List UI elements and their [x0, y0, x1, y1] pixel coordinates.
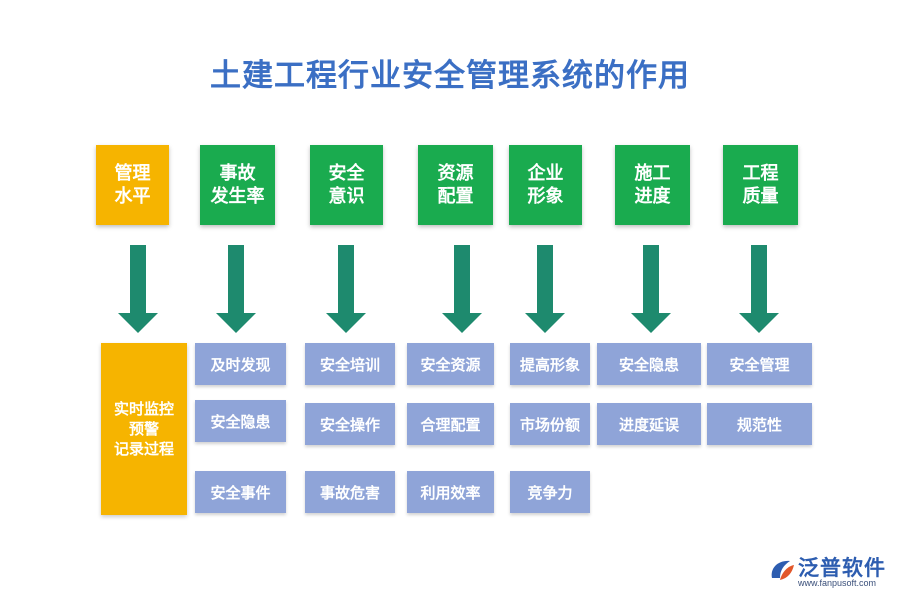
arrow-down-4 [442, 245, 482, 333]
header-label: 事故 发生率 [210, 163, 265, 207]
header-resource-allocation: 资源 配置 [418, 145, 493, 225]
header-accident-rate: 事故 发生率 [200, 145, 275, 225]
header-label: 安全 意识 [328, 163, 365, 207]
item-rational-allocation: 合理配置 [407, 403, 494, 445]
fanpu-logo-icon [771, 560, 794, 580]
logo-url: www.fanpusoft.com [798, 578, 877, 588]
arrow-down-3 [326, 245, 366, 333]
header-label: 工程 质量 [742, 163, 779, 207]
header-corporate-image: 企业 形象 [509, 145, 582, 225]
item-schedule-delay: 进度延误 [597, 403, 701, 445]
item-accident-harm: 事故危害 [305, 471, 395, 513]
arrow-down-6 [631, 245, 671, 333]
item-safety-hazard: 安全隐患 [195, 400, 286, 442]
header-project-quality: 工程 质量 [723, 145, 798, 225]
header-label: 企业 形象 [527, 163, 564, 207]
logo-name: 泛普软件 [798, 556, 886, 580]
item-market-share: 市场份额 [510, 403, 590, 445]
arrow-down-2 [216, 245, 256, 333]
arrow-down-5 [525, 245, 565, 333]
item-safe-operation: 安全操作 [305, 403, 395, 445]
arrow-down-7 [739, 245, 779, 333]
header-label: 管理 水平 [114, 163, 151, 207]
diagram-title: 土建工程行业安全管理系统的作用 [210, 58, 690, 94]
header-construction-progress: 施工 进度 [615, 145, 690, 225]
item-safety-management: 安全管理 [707, 343, 812, 385]
fanpu-logo: 泛普软件 www.fanpusoft.com [768, 552, 893, 592]
item-realtime-monitoring: 实时监控 预警 记录过程 [101, 343, 187, 515]
item-improve-image: 提高形象 [510, 343, 590, 385]
item-utilization-efficiency: 利用效率 [407, 471, 494, 513]
item-safety-resources: 安全资源 [407, 343, 494, 385]
header-label: 施工 进度 [634, 163, 671, 207]
header-safety-awareness: 安全 意识 [310, 145, 383, 225]
item-label: 实时监控 预警 记录过程 [113, 400, 174, 458]
item-competitiveness: 竞争力 [510, 471, 590, 513]
arrow-down-1 [118, 245, 158, 333]
item-safety-hazard-2: 安全隐患 [597, 343, 701, 385]
item-standardization: 规范性 [707, 403, 812, 445]
item-safety-training: 安全培训 [305, 343, 395, 385]
item-timely-detection: 及时发现 [195, 343, 286, 385]
item-safety-incident: 安全事件 [195, 471, 286, 513]
header-label: 资源 配置 [437, 163, 474, 207]
header-management-level: 管理 水平 [96, 145, 169, 225]
